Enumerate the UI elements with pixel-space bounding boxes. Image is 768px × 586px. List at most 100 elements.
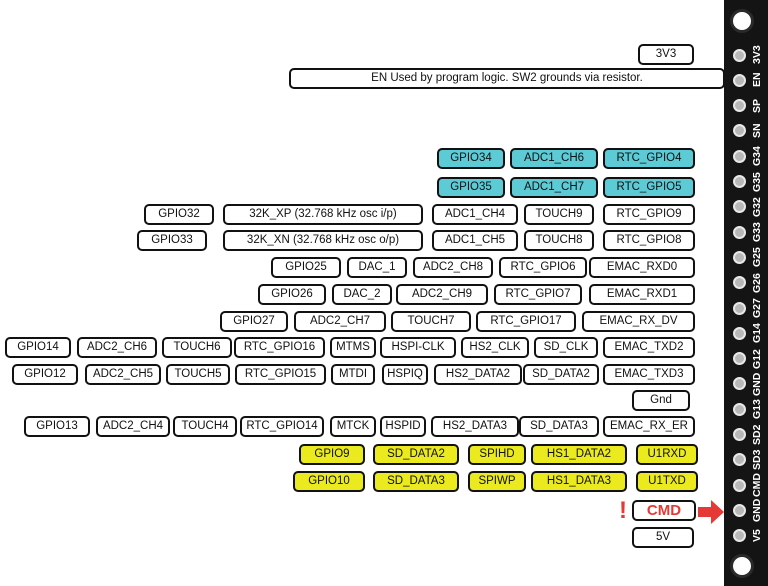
pin-function-label-gpio10: GPIO10 — [293, 471, 365, 492]
pin-function-label-touch4: TOUCH4 — [173, 416, 237, 437]
header-pin-label-g25: G25 — [751, 247, 763, 268]
header-pin-label-gnd: GND — [751, 372, 763, 396]
pin-function-label-gpio9: GPIO9 — [299, 444, 365, 465]
pin-function-label-mtdi: MTDI — [331, 364, 375, 385]
pin-function-label-32k-xp-32-768-khz-osc-i-p: 32K_XP (32.768 kHz osc i/p) — [223, 204, 423, 225]
pin-function-label-rtc-gpio17: RTC_GPIO17 — [476, 311, 576, 332]
pin-function-label-rtc-gpio14: RTC_GPIO14 — [240, 416, 324, 437]
pin-function-label-gpio13: GPIO13 — [24, 416, 90, 437]
pin-function-label-u1txd: U1TXD — [636, 471, 698, 492]
pin-function-label-cmd: CMD — [632, 500, 696, 521]
header-pin-g34-4-icon — [733, 149, 746, 163]
header-pin-g25-8-icon — [733, 250, 746, 264]
pin-function-label-gpio34: GPIO34 — [437, 148, 505, 169]
pin-function-label-emac-rx-er: EMAC_RX_ER — [603, 416, 695, 437]
header-pin-label-g32: G32 — [751, 196, 763, 217]
pin-function-label-mtms: MTMS — [330, 337, 376, 358]
header-pin-v5-19-icon — [733, 529, 746, 543]
header-pin-label-gnd: GND — [751, 498, 763, 523]
header-pin-label-g12: G12 — [751, 348, 763, 369]
header-pin-label-g26: G26 — [751, 272, 763, 293]
pin-function-label-rtc-gpio4: RTC_GPIO4 — [603, 148, 695, 169]
pin-function-label-gpio26: GPIO26 — [258, 284, 326, 305]
pin-function-label-gpio33: GPIO33 — [137, 230, 207, 251]
pin-function-label-gpio14: GPIO14 — [5, 337, 71, 358]
header-pin-cmd-17-icon — [733, 478, 746, 492]
exclamation-mark: ! — [619, 497, 627, 524]
pin-function-label-adc2-ch9: ADC2_CH9 — [396, 284, 488, 305]
header-pin-gnd-18-icon — [733, 503, 746, 517]
header-pin-label-g27: G27 — [751, 298, 763, 318]
pin-function-label-sd-data2: SD_DATA2 — [523, 364, 599, 385]
pin-function-label-5v: 5V — [632, 527, 694, 548]
header-pin-g26-9-icon — [733, 276, 746, 290]
pin-function-label-adc2-ch6: ADC2_CH6 — [77, 337, 157, 358]
pin-function-label-gpio27: GPIO27 — [220, 311, 288, 332]
pin-function-label-rtc-gpio15: RTC_GPIO15 — [235, 364, 326, 385]
pin-function-label-emac-rxd1: EMAC_RXD1 — [589, 284, 695, 305]
pin-function-label-3v3: 3V3 — [638, 44, 694, 65]
header-pin-sd2-15-icon — [733, 428, 746, 441]
header-pin-g14-11-icon — [733, 326, 746, 340]
pin-function-label-gpio35: GPIO35 — [437, 177, 505, 198]
mounting-hole-top-icon — [730, 9, 754, 33]
header-pin-en-1-icon — [733, 73, 746, 87]
header-pin-g12-12-icon — [733, 352, 746, 366]
pin-function-label-rtc-gpio7: RTC_GPIO7 — [494, 284, 582, 305]
pin-function-label-adc1-ch6: ADC1_CH6 — [510, 148, 598, 169]
red-right-arrow-icon — [698, 500, 724, 524]
header-pin-3v3-0-icon — [733, 48, 746, 62]
pin-function-label-adc1-ch5: ADC1_CH5 — [432, 230, 518, 251]
header-pin-g32-6-icon — [733, 200, 746, 214]
pin-function-label-sd-data2: SD_DATA2 — [373, 444, 459, 465]
pin-function-label-dac-1: DAC_1 — [347, 257, 407, 278]
pin-function-label-rtc-gpio9: RTC_GPIO9 — [603, 204, 695, 225]
pin-function-label-hs2-clk: HS2_CLK — [461, 337, 529, 358]
pin-function-label-mtck: MTCK — [330, 416, 376, 437]
pin-header-strip — [724, 0, 768, 586]
header-pin-g27-10-icon — [733, 301, 746, 315]
header-pin-label-sn: SN — [751, 123, 763, 139]
pin-function-label-spiwp: SPIWP — [468, 471, 526, 492]
pin-function-label-hspi-clk: HSPI-CLK — [380, 337, 456, 358]
pin-function-label-adc2-ch8: ADC2_CH8 — [413, 257, 493, 278]
pin-function-label-adc1-ch4: ADC1_CH4 — [432, 204, 518, 225]
header-pin-sd3-16-icon — [733, 453, 746, 467]
pin-function-label-hs2-data3: HS2_DATA3 — [431, 416, 519, 437]
pin-function-label-gpio32: GPIO32 — [144, 204, 214, 225]
pin-function-label-rtc-gpio5: RTC_GPIO5 — [603, 177, 695, 198]
header-pin-gnd-13-icon — [733, 377, 746, 391]
header-pin-label-en: EN — [751, 73, 763, 88]
pin-function-label-sd-data3: SD_DATA3 — [519, 416, 599, 437]
header-pin-g13-14-icon — [733, 402, 746, 416]
pin-function-label-touch6: TOUCH6 — [162, 337, 232, 358]
pin-function-label-gpio25: GPIO25 — [271, 257, 341, 278]
pin-function-label-adc2-ch4: ADC2_CH4 — [96, 416, 170, 437]
header-pin-sp-2-icon — [733, 99, 746, 113]
pin-function-label-adc2-ch7: ADC2_CH7 — [294, 311, 386, 332]
pin-function-label-adc1-ch7: ADC1_CH7 — [510, 177, 598, 198]
header-pin-label-3v3: 3V3 — [751, 45, 763, 65]
pin-function-label-emac-txd3: EMAC_TXD3 — [603, 364, 695, 385]
header-pin-label-g33: G33 — [751, 222, 763, 243]
header-pin-label-g14: G14 — [751, 323, 763, 344]
pin-function-label-hs1-data3: HS1_DATA3 — [531, 471, 627, 492]
header-pin-label-g13: G13 — [751, 399, 763, 420]
header-pin-label-g34: G34 — [751, 146, 763, 167]
pin-function-label-hs1-data2: HS1_DATA2 — [531, 444, 627, 465]
header-pin-sn-3-icon — [733, 124, 746, 138]
pin-function-label-touch9: TOUCH9 — [524, 204, 594, 225]
pin-function-label-gnd: Gnd — [632, 390, 690, 411]
pin-function-label-32k-xn-32-768-khz-osc-o-p: 32K_XN (32.768 kHz osc o/p) — [223, 230, 423, 251]
header-pin-label-v5: V5 — [751, 529, 763, 543]
pin-function-label-rtc-gpio8: RTC_GPIO8 — [603, 230, 695, 251]
pin-function-label-sd-data3: SD_DATA3 — [373, 471, 459, 492]
pin-function-label-en-used-by-program-logic-sw2-grounds-via-resistor: EN Used by program logic. SW2 grounds vi… — [289, 68, 725, 89]
pin-function-label-emac-rxd0: EMAC_RXD0 — [589, 257, 695, 278]
pin-function-label-sd-clk: SD_CLK — [534, 337, 598, 358]
pin-function-label-hspiq: HSPIQ — [382, 364, 428, 385]
pin-function-label-spihd: SPIHD — [468, 444, 526, 465]
pin-function-label-u1rxd: U1RXD — [636, 444, 698, 465]
pin-function-label-hs2-data2: HS2_DATA2 — [434, 364, 522, 385]
